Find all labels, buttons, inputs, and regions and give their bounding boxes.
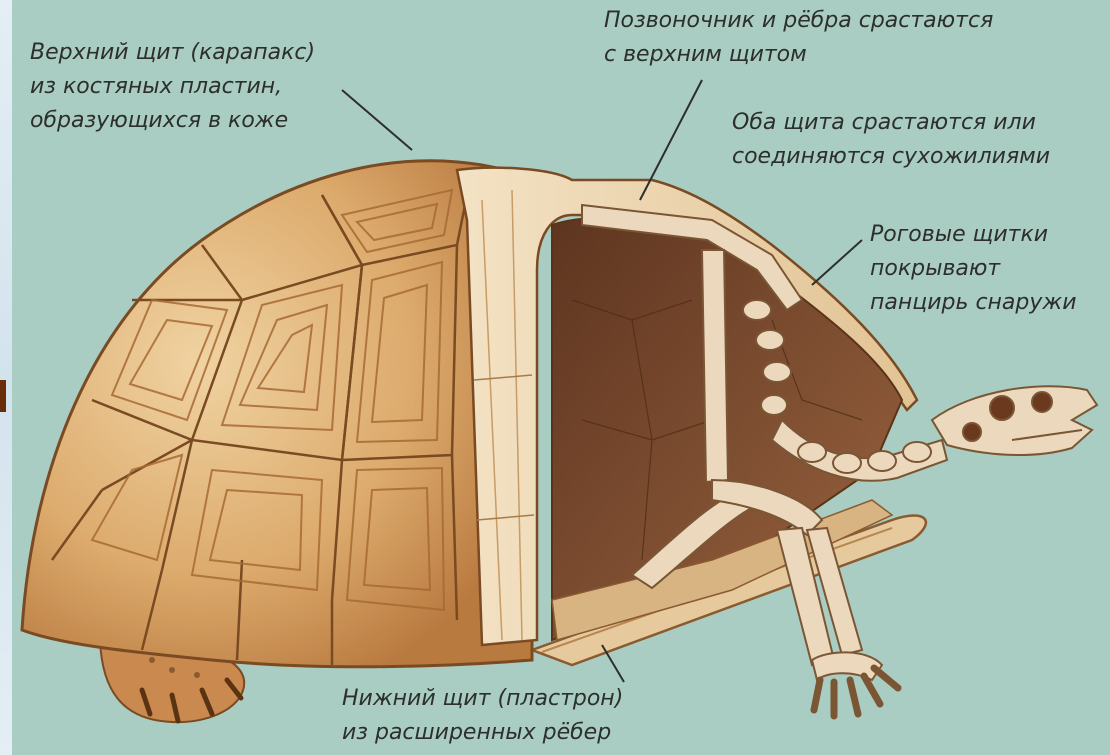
leader-line-carapace <box>342 90 412 150</box>
label-shields-join: Оба щита срастаются или соединяются сухо… <box>732 106 1050 174</box>
label-carapace: Верхний щит (карапакс) из костяных пласт… <box>30 36 315 138</box>
carapace <box>22 161 532 667</box>
leader-line-scutes <box>812 240 862 285</box>
label-spine-ribs: Позвоночник и рёбра срастаются с верхним… <box>604 4 993 72</box>
label-scutes: Роговые щитки покрывают панцирь снаружи <box>870 218 1077 320</box>
label-plastron: Нижний щит (пластрон) из расширенных рёб… <box>342 682 623 750</box>
diagram-panel: Верхний щит (карапакс) из костяных пласт… <box>12 0 1110 755</box>
left-border-strip <box>0 0 12 755</box>
left-marker <box>0 380 6 412</box>
leader-line-spine <box>640 80 702 200</box>
